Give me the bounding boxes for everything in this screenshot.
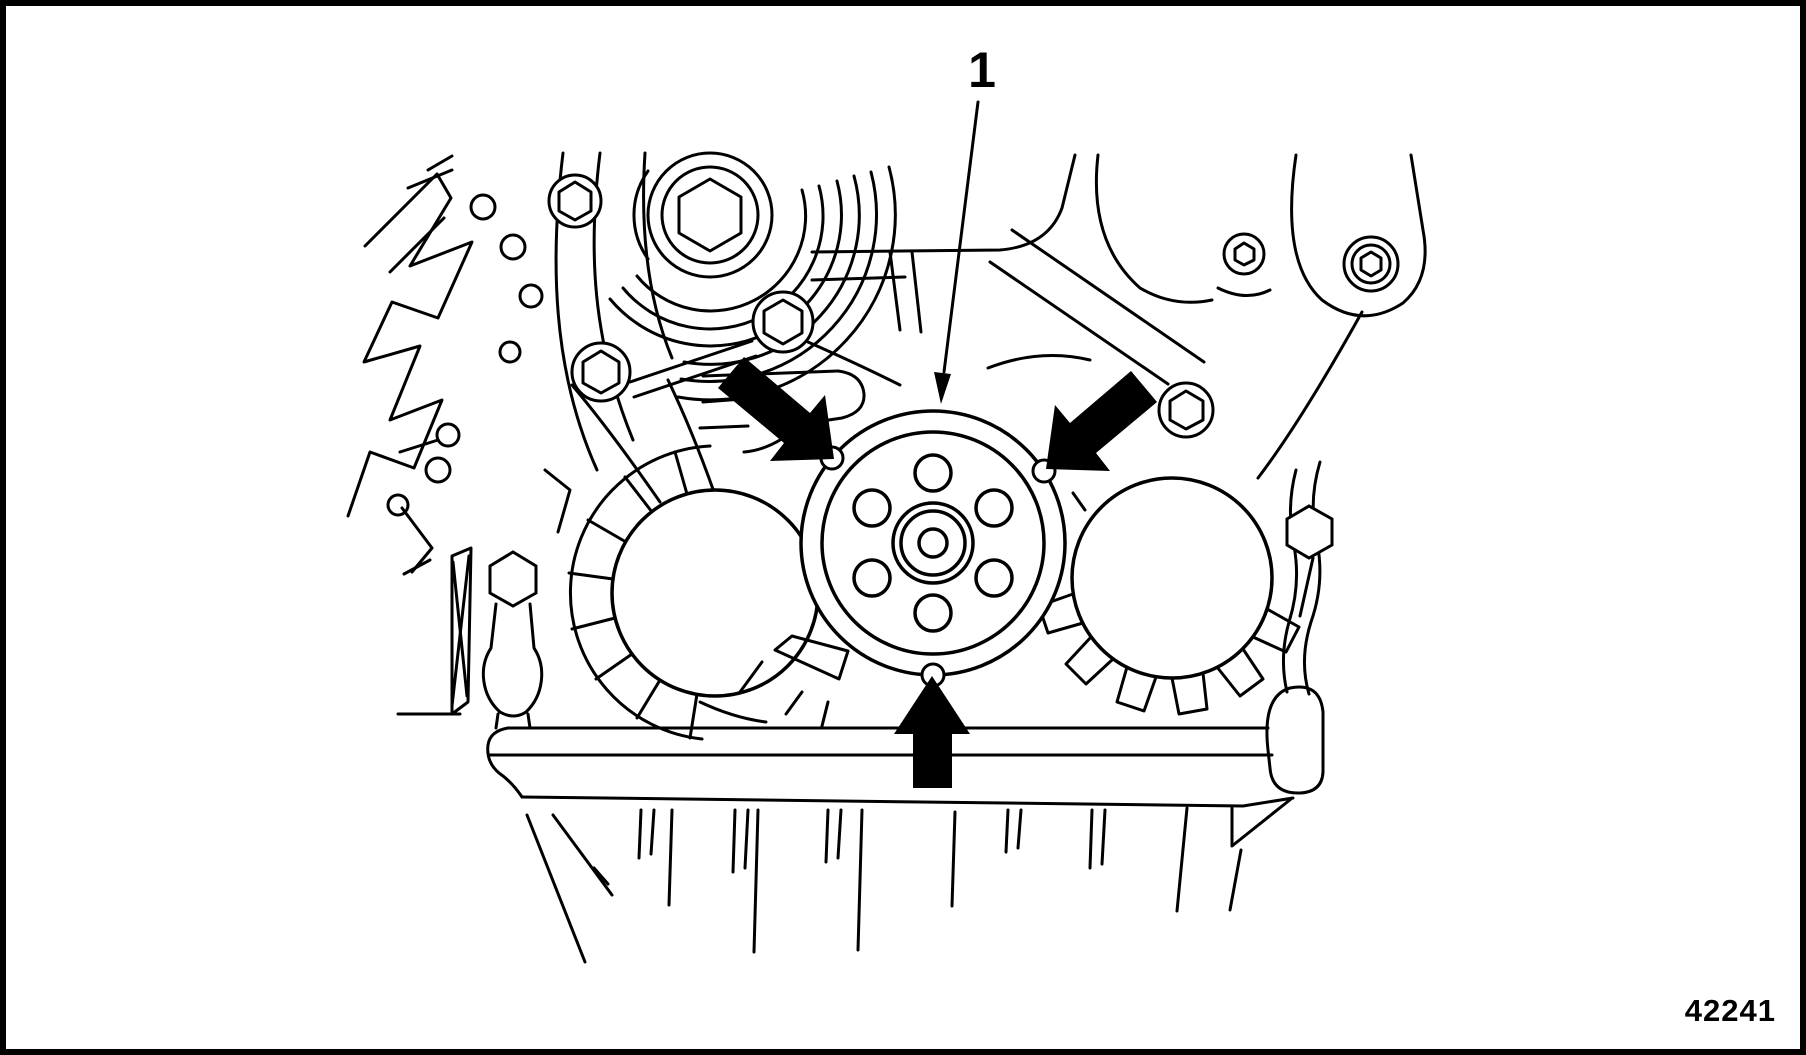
callout-1: 1 [934,42,996,404]
torn-edge [346,154,544,576]
lower-left-strut [396,546,544,730]
socket-bolt [1157,381,1215,439]
strut-line [806,340,902,387]
bolts [488,173,1400,618]
bottom-bolt-arrow [894,676,970,788]
upper-left-bolt-arrow [718,357,834,461]
crank-hex-bolt [677,177,743,253]
pulley-inner-rim [820,430,1046,656]
right-bracket [988,153,1427,514]
callout-arrowhead-icon [934,372,951,404]
socket-bolt [751,290,815,354]
right-edge [1281,460,1322,696]
hex-bolt [488,550,538,608]
figure-number: 42241 [1685,993,1776,1028]
callout-label: 1 [968,42,996,98]
pulley-part-1 [799,409,1067,688]
bolt-position-arrows [718,357,1157,788]
socket-bolt [570,341,632,403]
right-cover-opening [1037,476,1301,716]
strut-line [628,339,754,384]
pulley-hub [891,501,975,585]
strut-line [632,354,758,399]
pulley-holes [852,453,1014,633]
hex-bolt [1285,504,1334,618]
callout-leader-line [942,100,980,374]
pan-studs [525,806,1243,964]
engine-line-art [346,151,1427,964]
socket-bolt [547,173,603,229]
socket-bolt [1222,232,1266,276]
upper-right-bolt-arrow [1046,371,1157,471]
oil-pan-rail [486,685,1325,848]
lower-ribs [698,634,850,728]
socket-bolt [1342,235,1400,293]
